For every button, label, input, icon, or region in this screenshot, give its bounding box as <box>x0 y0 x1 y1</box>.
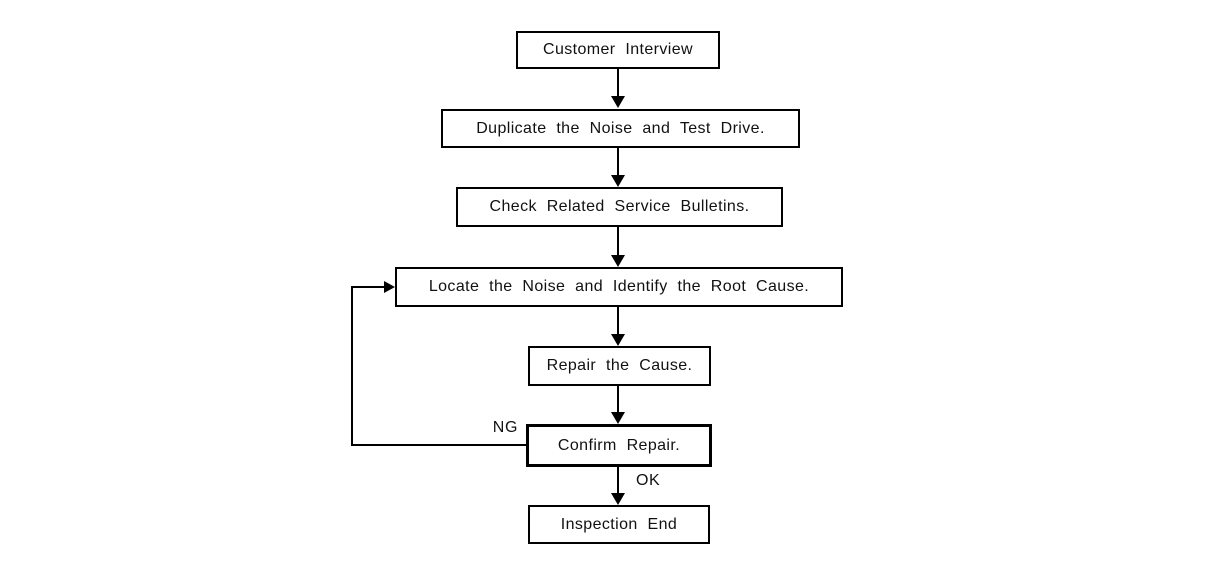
node-locate-noise-root-cause: Locate the Noise and Identify the Root C… <box>395 267 843 307</box>
connector-line-1 <box>617 69 619 97</box>
edge-label-ok: OK <box>636 472 661 489</box>
connector-line-4 <box>617 307 619 335</box>
node-check-service-bulletins: Check Related Service Bulletins. <box>456 187 783 227</box>
arrow-down-icon-4 <box>611 334 625 346</box>
node-inspection-end: Inspection End <box>528 505 710 544</box>
connector-line-5 <box>617 386 619 413</box>
node-confirm-repair: Confirm Repair. <box>526 424 712 467</box>
arrow-down-icon-2 <box>611 175 625 187</box>
arrow-down-icon-6 <box>611 493 625 505</box>
connector-line-2 <box>617 148 619 176</box>
feedback-line-top <box>351 286 385 288</box>
connector-line-3 <box>617 227 619 256</box>
node-customer-interview: Customer Interview <box>516 31 720 69</box>
arrow-right-icon <box>384 281 395 293</box>
edge-label-ng: NG <box>492 419 518 436</box>
node-repair-cause: Repair the Cause. <box>528 346 711 386</box>
connector-line-6 <box>617 467 619 494</box>
arrow-down-icon-1 <box>611 96 625 108</box>
feedback-line-bottom <box>351 444 528 446</box>
arrow-down-icon-5 <box>611 412 625 424</box>
node-duplicate-noise-test-drive: Duplicate the Noise and Test Drive. <box>441 109 800 148</box>
feedback-line-vertical <box>351 287 353 446</box>
arrow-down-icon-3 <box>611 255 625 267</box>
